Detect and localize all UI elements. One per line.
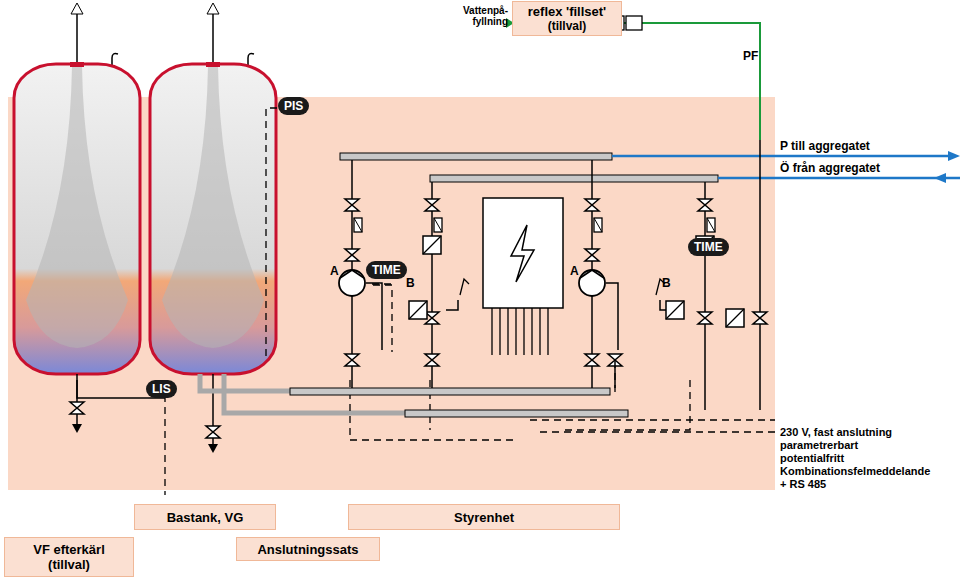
instrument-tag: TIME <box>688 238 729 256</box>
annotation-label: potentialfritt <box>780 452 844 464</box>
annotation-label: PF <box>743 49 758 63</box>
tank <box>14 3 140 374</box>
label-box: Styrenhet <box>348 504 620 530</box>
node-text: (tillval) <box>548 19 587 33</box>
annotation-label: B <box>662 276 671 290</box>
node-text: TIME <box>694 240 723 254</box>
annotation-label: + RS 485 <box>780 478 826 490</box>
annotation-label: Kombinationsfelmeddelande <box>780 465 930 477</box>
annotation-label: Ö från aggregatet <box>780 161 880 175</box>
node-text: Styrenhet <box>454 510 514 525</box>
node-text: PIS <box>284 99 303 113</box>
label-box: Bastank, VG <box>134 504 276 530</box>
node-text: LIS <box>152 382 171 396</box>
annotation-label: Vattenpå- fyllning <box>458 5 508 27</box>
instrument-tag: LIS <box>146 380 177 398</box>
node-text: reflex 'fillset' <box>528 4 606 19</box>
tank <box>150 3 276 374</box>
label-box: VF efterkärl (tillval) <box>4 537 134 577</box>
annotation-label: A <box>570 264 579 278</box>
annotation-label: B <box>406 276 415 290</box>
annotation-label: 230 V, fast anslutning <box>780 426 892 438</box>
node-text: TIME <box>372 263 401 277</box>
annotation-label: A <box>330 264 339 278</box>
label-box: Anslutningssats <box>236 537 380 561</box>
instrument-tag: PIS <box>278 97 309 115</box>
annotation-label: parametrerbart <box>780 439 858 451</box>
node-text: VF efterkärl (tillval) <box>13 542 125 572</box>
node-text: Anslutningssats <box>257 542 358 557</box>
label-box: reflex 'fillset'(tillval) <box>512 1 622 36</box>
annotation-label: P till aggregatet <box>780 139 870 153</box>
instrument-tag: TIME <box>366 261 407 279</box>
node-text: Bastank, VG <box>167 510 244 525</box>
